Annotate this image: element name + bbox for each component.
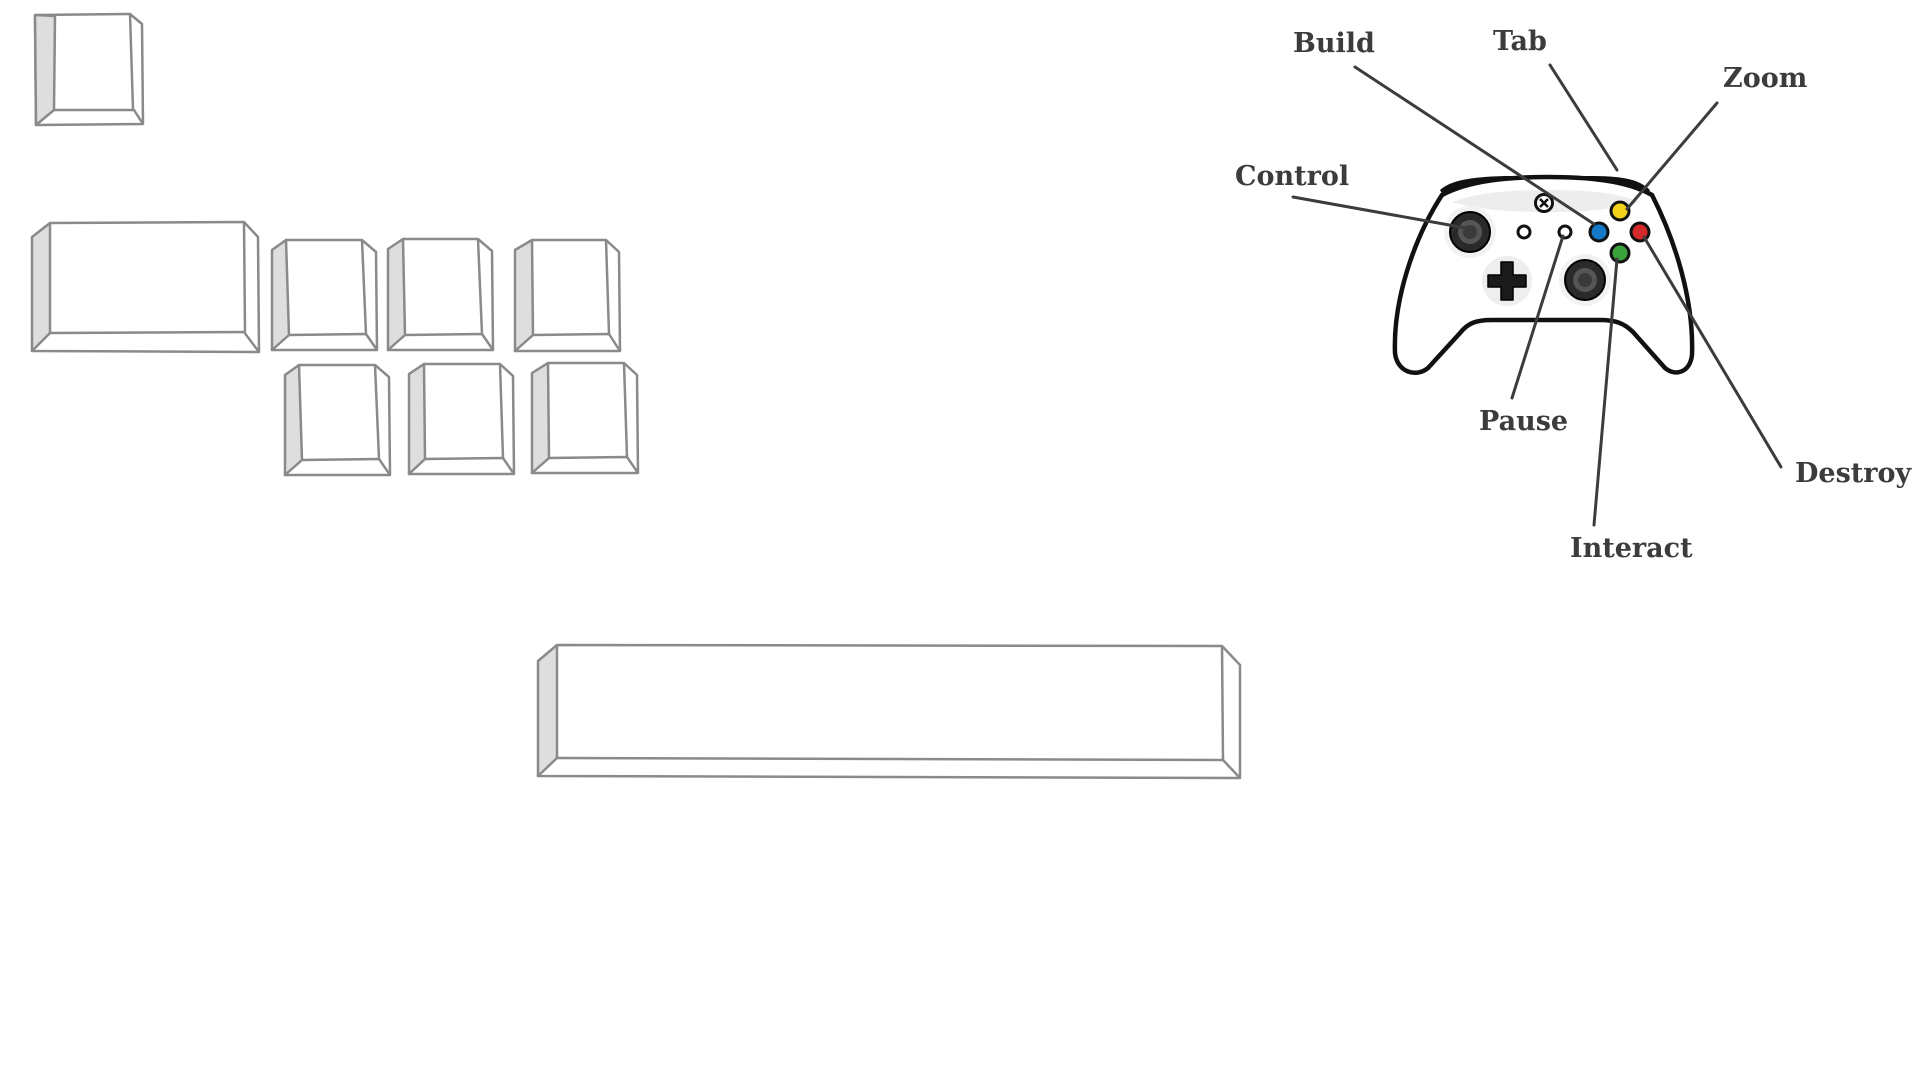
control-labels: Build Tab Zoom Control Pause Interact De… — [1235, 26, 1912, 564]
key-c — [513, 238, 622, 353]
y-button — [1609, 200, 1631, 222]
label-build: Build — [1293, 28, 1375, 59]
key-shift — [30, 220, 261, 354]
label-destroy: Destroy — [1795, 458, 1912, 489]
a-button — [1609, 242, 1631, 264]
label-control: Control — [1235, 161, 1349, 192]
leader-interact — [1592, 257, 1619, 527]
guide-button — [1534, 193, 1554, 213]
key-e — [407, 362, 516, 476]
right-stick — [1559, 254, 1611, 306]
gamepad-icon — [1392, 174, 1695, 375]
left-stick — [1444, 206, 1496, 258]
label-zoom: Zoom — [1723, 63, 1807, 94]
view-button — [1516, 224, 1532, 240]
leader-tab — [1548, 63, 1619, 172]
leader-pause — [1510, 234, 1565, 400]
leader-zoom — [1625, 101, 1719, 211]
key-w — [283, 363, 392, 477]
dpad — [1482, 256, 1532, 306]
leader-control — [1291, 195, 1468, 230]
leader-destroy — [1642, 235, 1783, 469]
leader-build — [1353, 65, 1596, 226]
x-button — [1588, 221, 1610, 243]
key-z — [270, 238, 379, 352]
keyboard-keys — [30, 12, 1242, 780]
label-pause: Pause — [1479, 406, 1568, 437]
key-escape — [33, 12, 145, 127]
menu-button — [1557, 224, 1573, 240]
key-r — [530, 361, 640, 475]
label-interact: Interact — [1570, 533, 1693, 564]
leader-lines — [1291, 63, 1783, 527]
key-space — [536, 643, 1242, 780]
key-x — [386, 237, 495, 352]
label-tab: Tab — [1493, 26, 1547, 57]
